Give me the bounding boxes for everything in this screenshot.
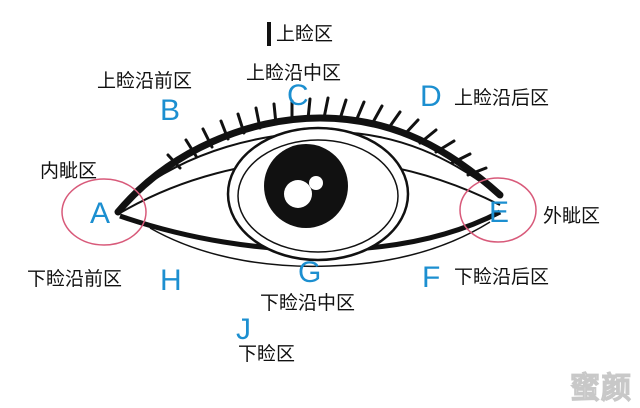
label-lower-lid: 下睑区 (238, 343, 296, 365)
zone-letter-c: C (287, 79, 309, 112)
zone-letter-h: H (160, 264, 182, 297)
label-lower-middle: 下睑沿中区 (260, 292, 356, 314)
zone-letter-j: J (236, 313, 251, 346)
zone-letter-b: B (160, 94, 181, 127)
zone-letter-f: F (422, 261, 441, 294)
zone-letter-g: G (298, 256, 322, 289)
pupil-highlight-small (309, 176, 323, 190)
zone-letter-e: E (489, 196, 510, 229)
zone-letter-a: A (90, 197, 111, 230)
inner-canthus-ring (61, 178, 147, 246)
label-lower-front: 下睑沿前区 (27, 268, 123, 290)
label-upper-lid: 上睑区 (276, 23, 334, 45)
label-upper-front: 上睑沿前区 (97, 70, 193, 92)
eyelashes (166, 96, 488, 177)
lower-lid-crease (149, 221, 491, 268)
label-lower-back: 下睑沿后区 (454, 266, 550, 288)
label-outer-canthus: 外眦区 (543, 205, 601, 227)
pupil-highlight-large (284, 180, 312, 208)
zone-letter-d: D (420, 80, 442, 113)
label-inner-canthus: 内眦区 (40, 160, 98, 182)
label-upper-back: 上睑沿后区 (454, 87, 550, 109)
upper-lid-marker-i (267, 22, 271, 46)
label-upper-middle: 上睑沿中区 (246, 62, 342, 84)
watermark: 蜜颜 (570, 371, 632, 406)
upper-lash-line (114, 114, 504, 216)
iris-inner-ring (237, 139, 399, 253)
outer-canthus-ring (459, 177, 537, 243)
